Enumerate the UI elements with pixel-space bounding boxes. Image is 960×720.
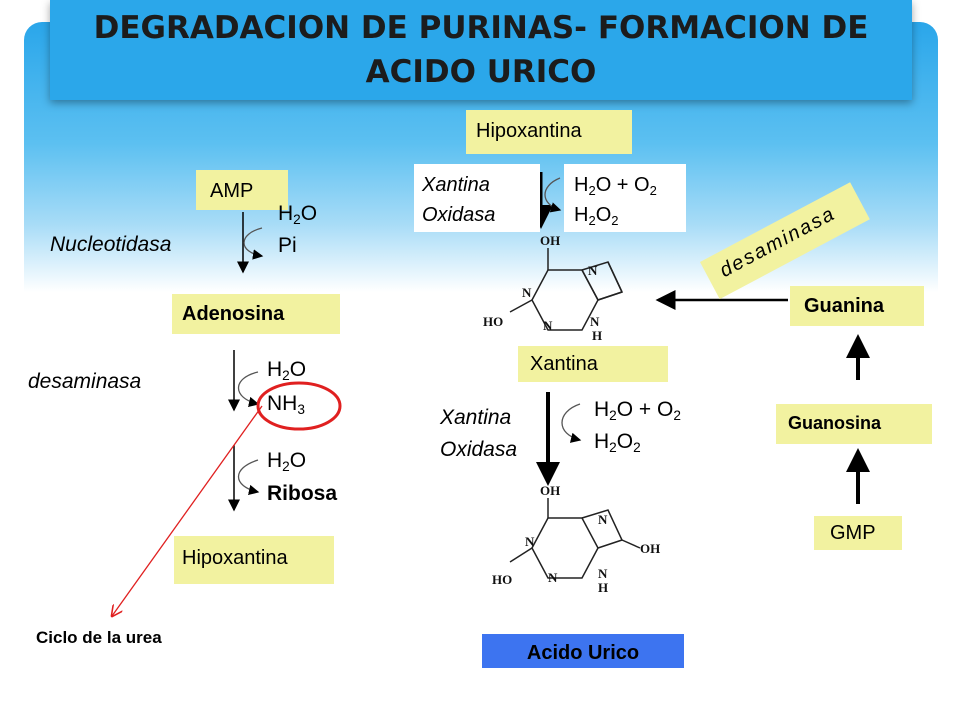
adenosina-box: Adenosina [172, 294, 340, 334]
reaction1-box: H2O + O2 H2O2 [564, 164, 686, 232]
curved-arrow-3 [238, 459, 260, 496]
x-atom-n3: N [543, 318, 553, 333]
step3-product: Ribosa [267, 482, 338, 505]
step1-reactant: H2O [278, 202, 318, 228]
x-atom-h: H [592, 328, 602, 343]
step2-product: NH3 [267, 392, 305, 418]
u-atom-n4: N [598, 566, 608, 581]
hipoxantina-top-box: Hipoxantina [466, 110, 632, 154]
xantina-structure [509, 248, 624, 331]
u-atom-n3: N [548, 570, 558, 585]
x-atom-n2: N [522, 285, 532, 300]
u-atom-n1: N [598, 512, 608, 527]
u-atom-oh-top: OH [540, 483, 560, 498]
curved-arrow-1 [243, 227, 264, 260]
page-title: DEGRADACION DE PURINAS- FORMACION DE ACI… [93, 10, 869, 90]
acido-urico-box: Acido Urico [480, 632, 686, 670]
x-atom-n1: N [588, 263, 598, 278]
guanina-box: Guanina [790, 286, 924, 326]
nh3-highlight-circle [256, 381, 342, 431]
u-atom-oh-right: OH [640, 541, 660, 556]
gmp-box: GMP [814, 516, 902, 550]
step3-reactant: H2O [267, 449, 307, 475]
x-atom-oh: OH [540, 233, 560, 248]
step1-product: Pi [278, 234, 297, 257]
amp-box: AMP [196, 170, 288, 210]
u-atom-ho: HO [492, 572, 512, 587]
curved-arrow-5 [561, 403, 582, 443]
u-atom-n2: N [525, 534, 535, 549]
ciclo-urea-label: Ciclo de la urea [36, 628, 162, 647]
guanosina-box: Guanosina [776, 404, 932, 444]
enzyme1-box: Xantina Oxidasa [414, 164, 540, 232]
curved-arrow-4 [544, 177, 562, 213]
hipoxantina-left-box: Hipoxantina [174, 536, 334, 584]
reaction2-label: H2O + O2 H2O2 [594, 398, 681, 456]
urico-structure [509, 498, 641, 579]
step2-reactant: H2O [267, 358, 307, 384]
u-atom-h: H [598, 580, 608, 595]
urea-cycle-arrow [112, 405, 263, 616]
xantina-box: Xantina [518, 346, 668, 382]
curved-arrow-2 [238, 371, 260, 408]
desaminasa-left-label: desaminasa [28, 370, 142, 393]
x-atom-n4: N [590, 314, 600, 329]
title-bar [50, 0, 912, 100]
nucleotidasa-label: Nucleotidasa [50, 233, 172, 256]
x-atom-ho: HO [483, 314, 503, 329]
